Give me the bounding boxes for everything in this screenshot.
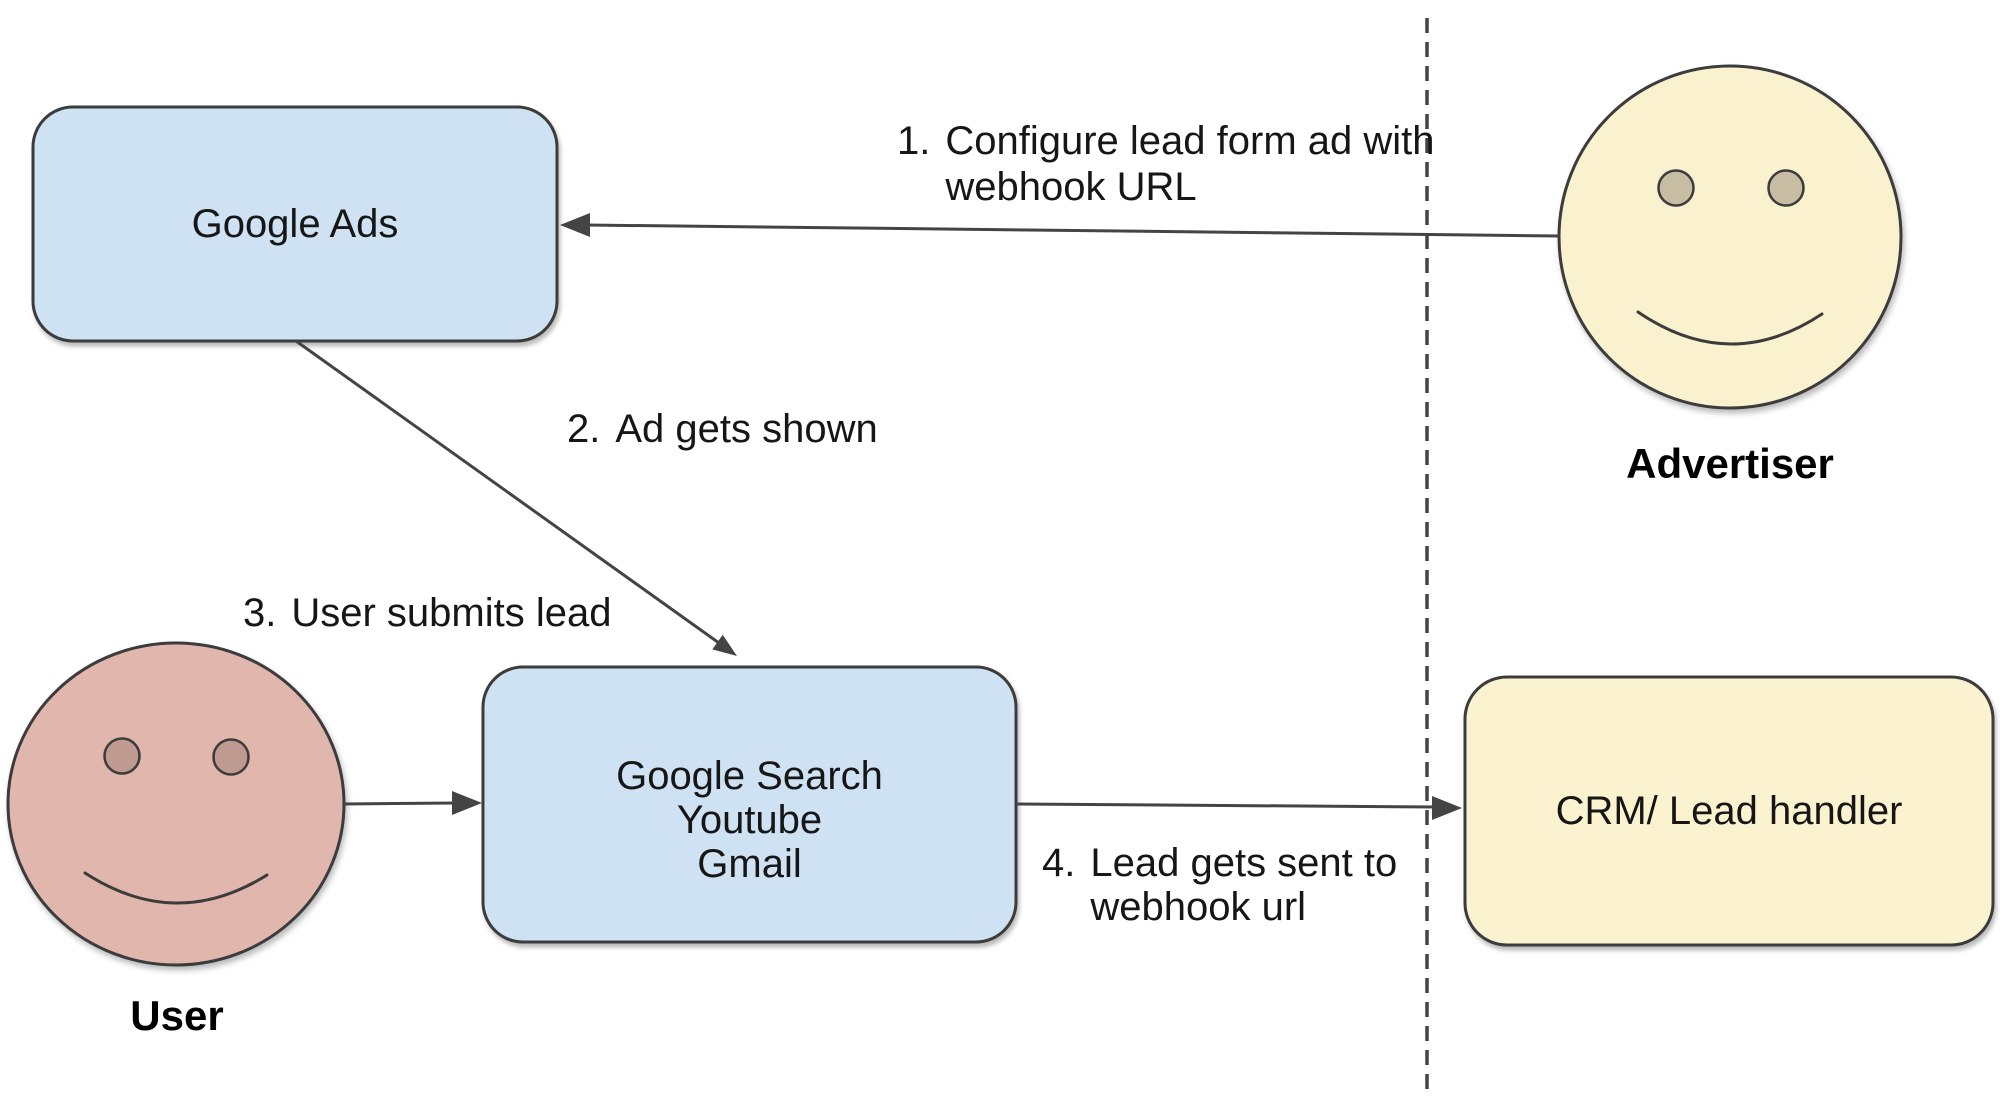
arrow-surfaces-to-crm: [1015, 796, 1462, 820]
user-label: User: [130, 992, 224, 1039]
user-left-eye-icon: [103, 737, 141, 775]
step-1-text: Configure lead form ad with webhook URL: [945, 118, 1434, 210]
arrow-1-line: [585, 223, 1560, 238]
arrow-1-head-icon: [560, 213, 590, 237]
step-1-line-2: webhook URL: [945, 165, 1197, 209]
step-3-number: 3.: [243, 591, 277, 635]
step-1-number: 1.: [897, 119, 931, 163]
crm-node-label: CRM/ Lead handler: [1555, 789, 1903, 833]
crm-node-box: [1463, 675, 1995, 947]
user-smile-icon: [83, 871, 269, 905]
step-4-number: 4.: [1042, 841, 1076, 885]
arrow-user-to-surfaces: [343, 791, 482, 815]
step-2-number: 2.: [567, 407, 601, 451]
user-face: [6, 641, 346, 967]
google-ads-node-box: [31, 105, 559, 343]
arrow-3-line: [343, 801, 457, 806]
arrow-4-line: [1015, 802, 1439, 809]
step-2-line-1: Ad gets shown: [615, 407, 878, 451]
step-4-line-1: Lead gets sent to: [1090, 841, 1398, 885]
google-surfaces-line-1: Google Search: [616, 753, 883, 798]
advertiser-left-eye-icon: [1657, 169, 1695, 207]
google-ads-node-label: Google Ads: [191, 202, 399, 246]
advertiser-face-circle: [1557, 64, 1903, 410]
google-surfaces-line-2: Youtube: [676, 797, 823, 842]
step-2-label: 2. Ad gets shown: [567, 407, 878, 452]
step-3-line-1: User submits lead: [291, 591, 612, 635]
arrow-3-head-icon: [452, 791, 482, 815]
step-1-label: 1. Configure lead form ad with webhook U…: [897, 118, 1435, 210]
arrow-google-ads-to-surfaces: [295, 339, 737, 656]
advertiser-label: Advertiser: [1626, 440, 1834, 487]
advertiser-right-eye-icon: [1767, 169, 1805, 207]
arrow-2-head-icon: [712, 634, 737, 656]
google-surfaces-node-label: Google Search Youtube Gmail: [483, 667, 1016, 942]
arrow-4-head-icon: [1432, 796, 1462, 820]
arrow-advertiser-to-google-ads: [560, 213, 1560, 238]
step-4-line-2: webhook url: [1090, 885, 1307, 929]
advertiser-face: [1557, 64, 1903, 410]
advertiser-smile-icon: [1636, 310, 1824, 346]
google-surfaces-line-3: Gmail: [697, 841, 802, 886]
step-1-line-1: Configure lead form ad with: [945, 119, 1435, 163]
user-right-eye-icon: [212, 738, 250, 776]
step-4-text: Lead gets sent to webhook url: [1090, 841, 1397, 929]
step-3-label: 3. User submits lead: [243, 591, 611, 636]
user-face-circle: [6, 641, 346, 967]
step-4-label: 4. Lead gets sent to webhook url: [1042, 841, 1397, 929]
arrow-2-line: [295, 339, 720, 645]
